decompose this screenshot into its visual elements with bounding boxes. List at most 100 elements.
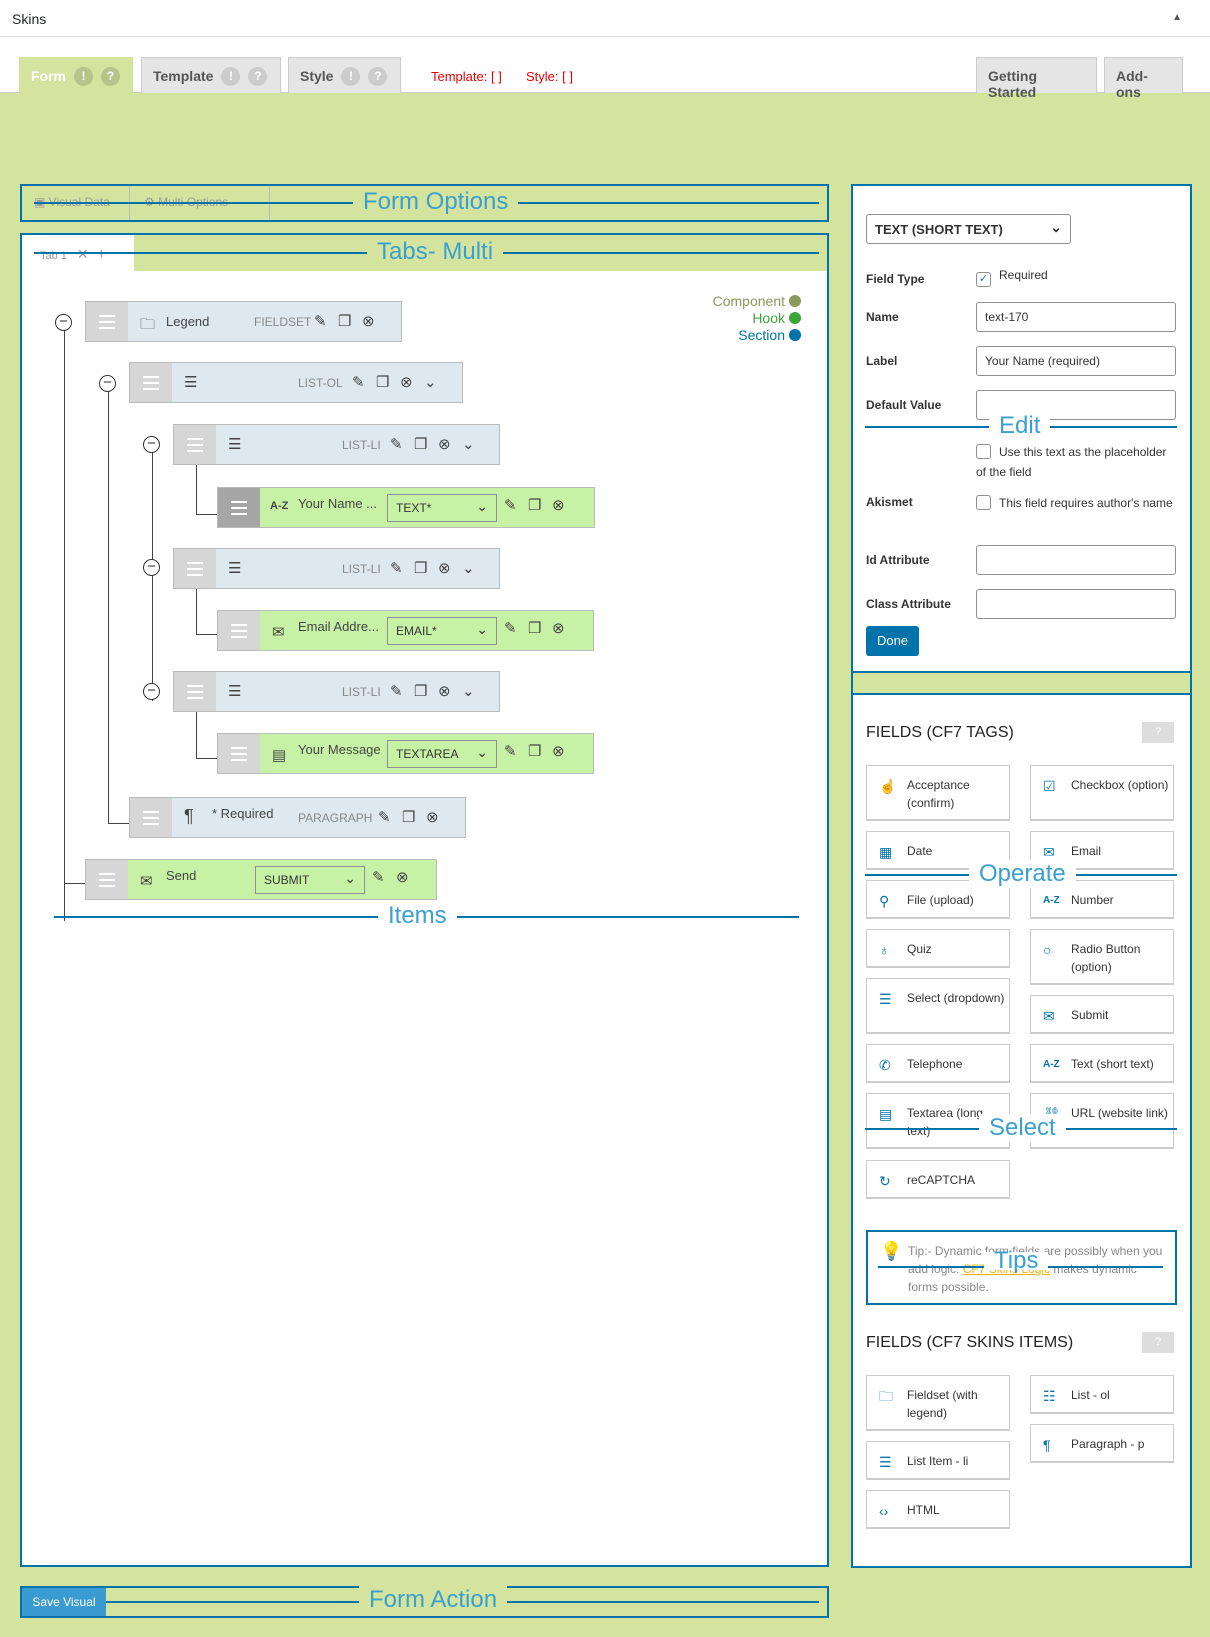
- warning-icon[interactable]: !: [74, 67, 93, 86]
- field-button-fieldset-with-legend[interactable]: 🗀Fieldset (with legend): [866, 1375, 1010, 1430]
- field-type-select[interactable]: TEXT*⌄: [387, 494, 497, 522]
- item-your-name[interactable]: A-Z Your Name ... TEXT*⌄ ✎ ❐ ⊗: [217, 487, 595, 528]
- item-paragraph[interactable]: ¶ * Required PARAGRAPH ✎ ❐ ⊗: [129, 797, 466, 838]
- delete-icon[interactable]: ⊗: [438, 436, 451, 453]
- field-type-select[interactable]: SUBMIT⌄: [255, 866, 365, 894]
- field-button-quiz[interactable]: ♁Quiz: [866, 929, 1010, 967]
- delete-icon[interactable]: ⊗: [396, 869, 409, 886]
- copy-icon[interactable]: ❐: [338, 313, 352, 330]
- collapse-toggle[interactable]: −: [55, 314, 72, 331]
- collapse-toggle[interactable]: −: [99, 375, 116, 392]
- field-button-list-ol[interactable]: ☷List - ol: [1030, 1375, 1174, 1413]
- item-list-li[interactable]: ☰ LIST-LI ✎ ❐ ⊗ ⌄: [173, 671, 500, 712]
- field-button-radio-button-option[interactable]: ○Radio Button (option): [1030, 929, 1174, 984]
- edit-icon[interactable]: ✎: [314, 313, 327, 330]
- tab-template[interactable]: Template ! ?: [141, 57, 281, 93]
- placeholder-checkbox[interactable]: Use this text as the placeholder of the …: [976, 442, 1176, 482]
- chevron-down-icon[interactable]: ⌄: [462, 436, 475, 453]
- chevron-down-icon[interactable]: ⌄: [424, 374, 437, 391]
- edit-icon[interactable]: ✎: [390, 683, 403, 700]
- item-send[interactable]: ✉ Send SUBMIT⌄ ✎ ⊗: [85, 859, 437, 900]
- drag-handle[interactable]: [218, 488, 260, 527]
- tab-add-ons[interactable]: Add-ons: [1104, 57, 1183, 100]
- default-value-input[interactable]: [976, 390, 1176, 420]
- collapse-toggle[interactable]: −: [143, 436, 160, 453]
- delete-icon[interactable]: ⊗: [438, 560, 451, 577]
- field-type-dropdown[interactable]: TEXT (SHORT TEXT)⌄: [866, 214, 1071, 244]
- copy-icon[interactable]: ❐: [414, 436, 428, 453]
- item-email[interactable]: ✉ Email Addre... EMAIL*⌄ ✎ ❐ ⊗: [217, 610, 594, 651]
- help-icon[interactable]: ?: [101, 67, 120, 86]
- drag-handle[interactable]: [174, 425, 216, 464]
- plus-icon[interactable]: +: [96, 246, 106, 263]
- tab-form[interactable]: Form ! ?: [19, 57, 133, 94]
- drag-handle[interactable]: [174, 549, 216, 588]
- drag-handle[interactable]: [86, 302, 128, 341]
- item-fieldset[interactable]: 🗀 Legend FIELDSET ✎ ❐ ⊗: [85, 301, 402, 342]
- field-button-submit[interactable]: ✉Submit: [1030, 995, 1174, 1033]
- done-button[interactable]: Done: [866, 626, 919, 656]
- drag-handle[interactable]: [218, 611, 260, 650]
- delete-icon[interactable]: ⊗: [552, 620, 565, 637]
- delete-icon[interactable]: ⊗: [400, 374, 413, 391]
- edit-icon[interactable]: ✎: [504, 743, 517, 760]
- edit-icon[interactable]: ✎: [504, 620, 517, 637]
- akismet-checkbox[interactable]: This field requires author's name: [976, 493, 1176, 513]
- warning-icon[interactable]: !: [341, 67, 361, 86]
- drag-handle[interactable]: [174, 672, 216, 711]
- id-attribute-input[interactable]: [976, 545, 1176, 575]
- warning-icon[interactable]: !: [221, 67, 241, 86]
- delete-icon[interactable]: ⊗: [552, 497, 565, 514]
- item-message[interactable]: ▤ Your Message TEXTAREA⌄ ✎ ❐ ⊗: [217, 733, 594, 774]
- drag-handle[interactable]: [86, 860, 128, 899]
- tab-getting-started[interactable]: Getting Started: [976, 57, 1097, 100]
- item-list-li[interactable]: ☰ LIST-LI ✎ ❐ ⊗ ⌄: [173, 548, 500, 589]
- edit-icon[interactable]: ✎: [352, 374, 365, 391]
- help-button[interactable]: ?: [1142, 722, 1174, 743]
- drag-handle[interactable]: [130, 363, 172, 402]
- field-button-checkbox-option[interactable]: ☑Checkbox (option): [1030, 765, 1174, 820]
- copy-icon[interactable]: ❐: [528, 497, 542, 514]
- help-button[interactable]: ?: [1142, 1332, 1174, 1353]
- label-input[interactable]: Your Name (required): [976, 346, 1176, 376]
- item-list-ol[interactable]: ☰ LIST-OL ✎ ❐ ⊗ ⌄: [129, 362, 463, 403]
- help-icon[interactable]: ?: [368, 67, 388, 86]
- copy-icon[interactable]: ❐: [528, 620, 542, 637]
- collapse-icon[interactable]: ▲: [1172, 12, 1182, 23]
- collapse-toggle[interactable]: −: [143, 683, 160, 700]
- required-checkbox[interactable]: ✓Required: [976, 268, 1048, 287]
- field-button-paragraph-p[interactable]: ¶Paragraph - p: [1030, 1424, 1174, 1462]
- field-button-list-item-li[interactable]: ☰List Item - li: [866, 1441, 1010, 1479]
- copy-icon[interactable]: ❐: [402, 809, 416, 826]
- drag-handle[interactable]: [218, 734, 260, 773]
- delete-icon[interactable]: ⊗: [552, 743, 565, 760]
- copy-icon[interactable]: ❐: [376, 374, 390, 391]
- edit-icon[interactable]: ✎: [390, 560, 403, 577]
- chevron-down-icon[interactable]: ⌄: [462, 683, 475, 700]
- edit-icon[interactable]: ✎: [390, 436, 403, 453]
- checkbox[interactable]: [976, 444, 991, 459]
- collapse-toggle[interactable]: −: [143, 559, 160, 576]
- copy-icon[interactable]: ❐: [414, 683, 428, 700]
- copy-icon[interactable]: ❐: [528, 743, 542, 760]
- field-button-html[interactable]: ‹›HTML: [866, 1490, 1010, 1528]
- delete-icon[interactable]: ⊗: [438, 683, 451, 700]
- field-type-select[interactable]: TEXTAREA⌄: [387, 740, 497, 768]
- field-type-select[interactable]: EMAIL*⌄: [387, 617, 497, 645]
- edit-icon[interactable]: ✎: [378, 809, 391, 826]
- drag-handle[interactable]: [130, 798, 172, 837]
- field-button-acceptance-confirm[interactable]: ☝Acceptance (confirm): [866, 765, 1010, 820]
- edit-icon[interactable]: ✎: [372, 869, 385, 886]
- class-attribute-input[interactable]: [976, 589, 1176, 619]
- field-button-file-upload[interactable]: ⚲File (upload): [866, 880, 1010, 918]
- delete-icon[interactable]: ⊗: [426, 809, 439, 826]
- name-input[interactable]: text-170: [976, 302, 1176, 332]
- help-icon[interactable]: ?: [248, 67, 268, 86]
- field-button-telephone[interactable]: ✆Telephone: [866, 1044, 1010, 1082]
- item-list-li[interactable]: ☰ LIST-LI ✎ ❐ ⊗ ⌄: [173, 424, 500, 465]
- checkbox[interactable]: [976, 495, 991, 510]
- save-visual-button[interactable]: Save Visual: [22, 1588, 106, 1616]
- copy-icon[interactable]: ❐: [414, 560, 428, 577]
- chevron-down-icon[interactable]: ⌄: [462, 560, 475, 577]
